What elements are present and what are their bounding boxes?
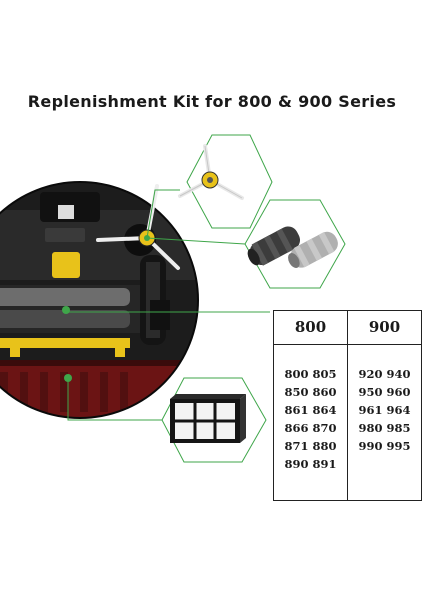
- model-row: 920 940: [358, 367, 411, 381]
- hepa-filter-callout: [161, 377, 267, 463]
- robot-vacuum: [0, 182, 198, 418]
- model-row: 890 891: [284, 457, 337, 471]
- model-row: 871 880: [284, 439, 337, 453]
- roller-brushes-callout: [244, 199, 346, 289]
- model-row: 861 864: [284, 403, 337, 417]
- model-row: 950 960: [358, 385, 411, 399]
- compatibility-table: 800 800 805 850 860 861 864 866 870 871 …: [273, 310, 422, 501]
- model-row: 990 995: [358, 439, 411, 453]
- series-900-column: 900 920 940 950 960 961 964 980 985 990 …: [347, 311, 421, 500]
- column-header: 800: [274, 311, 347, 345]
- model-row: 866 870: [284, 421, 337, 435]
- series-800-column: 800 800 805 850 860 861 864 866 870 871 …: [274, 311, 347, 500]
- page-title: Replenishment Kit for 800 & 900 Series: [27, 92, 397, 111]
- column-header: 900: [348, 311, 421, 345]
- roller-brush-grey: [0, 288, 130, 328]
- model-row: 961 964: [358, 403, 411, 417]
- model-row: 980 985: [358, 421, 411, 435]
- model-row: 850 860: [284, 385, 337, 399]
- model-row: 800 805: [284, 367, 337, 381]
- side-brush-callout: [178, 134, 273, 229]
